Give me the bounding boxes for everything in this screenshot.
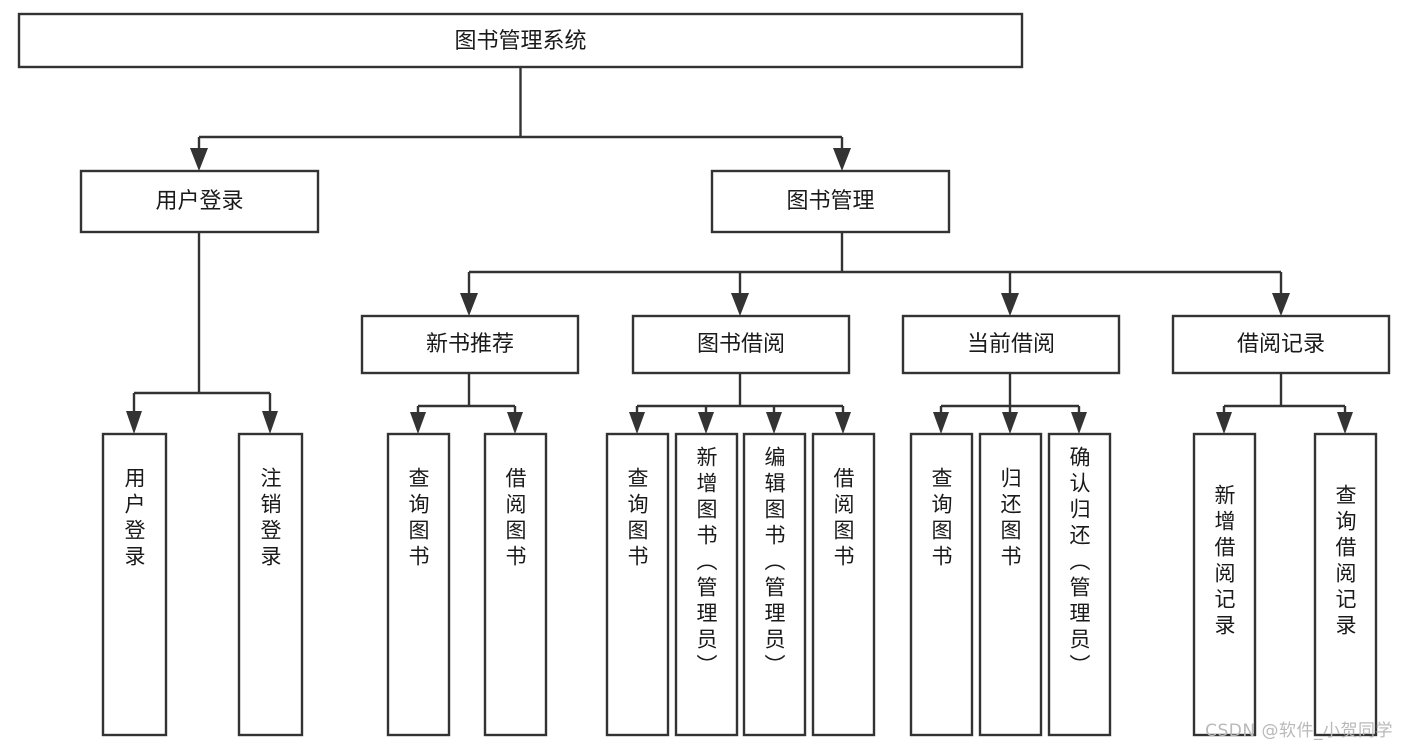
arrowhead-user-login	[190, 148, 208, 171]
leaf-user-login-box[interactable]	[101, 432, 168, 737]
leaf-nbr-borrow-label: 借阅图书	[503, 467, 527, 571]
node-new-book-rec-label: 新书推荐	[426, 332, 514, 357]
leaf-user-login[interactable]: 用户登录	[101, 432, 168, 737]
leaf-nbr-query-label: 查询图书	[406, 467, 430, 571]
node-book-borrow-label: 图书借阅	[697, 332, 785, 357]
leaf-bb-add[interactable]: 新增图书（管理员）	[674, 432, 739, 737]
arrowhead-bb-query	[629, 412, 645, 434]
node-book-manage[interactable]: 图书管理	[710, 169, 951, 234]
leaf-cb-confirm-label: 确认归还（管理员）	[1067, 446, 1091, 680]
leaf-cb-query-label: 查询图书	[929, 467, 953, 571]
leaf-cb-confirm[interactable]: 确认归还（管理员）	[1047, 432, 1112, 737]
leaf-cb-query[interactable]: 查询图书	[909, 432, 974, 737]
arrowhead-new-book-rec	[460, 293, 478, 316]
leaf-br-add[interactable]: 新增借阅记录	[1192, 432, 1257, 737]
node-new-book-rec[interactable]: 新书推荐	[360, 314, 580, 375]
arrowhead-current-borrow	[1001, 293, 1019, 316]
csdn-watermark: CSDN @软件_小贺同学	[1205, 721, 1393, 741]
leaf-bb-edit-box[interactable]	[742, 432, 807, 737]
leaf-logout-label: 注销登录	[258, 467, 282, 571]
arrowhead-cb-confirm	[1071, 412, 1087, 434]
leaf-bb-edit[interactable]: 编辑图书（管理员）	[742, 432, 807, 737]
leaf-cb-return-label: 归还图书	[998, 467, 1022, 571]
leaf-br-query-box[interactable]	[1313, 432, 1378, 737]
leaf-bb-query-label: 查询图书	[625, 467, 649, 571]
leaf-bb-add-label: 新增图书（管理员）	[694, 446, 718, 680]
node-book-manage-box[interactable]	[710, 169, 951, 234]
leaf-br-query-label: 查询借阅记录	[1333, 484, 1357, 640]
leaf-cb-confirm-box[interactable]	[1047, 432, 1112, 737]
leaf-br-add-box[interactable]	[1192, 432, 1257, 737]
leaf-cb-return[interactable]: 归还图书	[978, 432, 1043, 737]
leaf-br-query[interactable]: 查询借阅记录	[1313, 432, 1378, 737]
arrowhead-leaf-logout	[262, 411, 278, 434]
node-book-borrow[interactable]: 图书借阅	[631, 314, 851, 375]
node-current-borrow[interactable]: 当前借阅	[901, 314, 1121, 375]
node-new-book-rec-box[interactable]	[360, 314, 580, 375]
node-user-login[interactable]: 用户登录	[79, 169, 320, 234]
node-root[interactable]: 图书管理系统	[17, 12, 1024, 69]
node-borrow-record-label: 借阅记录	[1237, 332, 1325, 357]
arrowhead-nbr-borrow	[507, 412, 523, 434]
arrowhead-book-borrow	[731, 293, 749, 316]
node-current-borrow-label: 当前借阅	[967, 332, 1055, 357]
arrowhead-bb-add	[698, 412, 714, 434]
leaf-user-login-label: 用户登录	[122, 467, 146, 571]
leaf-nbr-query-box[interactable]	[386, 432, 451, 737]
node-root-label: 图书管理系统	[454, 29, 586, 54]
node-book-manage-label: 图书管理	[786, 189, 874, 214]
arrowhead-bb-borrow	[835, 412, 851, 434]
leaf-bb-query-box[interactable]	[605, 432, 670, 737]
leaf-bb-add-box[interactable]	[674, 432, 739, 737]
arrowhead-cb-query	[933, 412, 949, 434]
leaf-logout-box[interactable]	[237, 432, 304, 737]
leaf-nbr-borrow[interactable]: 借阅图书	[483, 432, 548, 737]
leaf-nbr-borrow-box[interactable]	[483, 432, 548, 737]
arrowhead-br-query	[1337, 412, 1353, 434]
arrowhead-br-add	[1216, 412, 1232, 434]
node-borrow-record-box[interactable]	[1171, 314, 1391, 375]
leaf-bb-borrow[interactable]: 借阅图书	[811, 432, 876, 737]
node-root-box[interactable]	[17, 12, 1024, 69]
leaf-logout[interactable]: 注销登录	[237, 432, 304, 737]
arrowhead-bb-edit	[766, 412, 782, 434]
arrowhead-borrow-record	[1272, 293, 1290, 316]
connector-group	[126, 67, 1353, 434]
leaf-nbr-query[interactable]: 查询图书	[386, 432, 451, 737]
node-current-borrow-box[interactable]	[901, 314, 1121, 375]
leaf-bb-query[interactable]: 查询图书	[605, 432, 670, 737]
leaf-cb-query-box[interactable]	[909, 432, 974, 737]
leaf-br-add-label: 新增借阅记录	[1212, 484, 1236, 640]
node-user-login-label: 用户登录	[155, 189, 243, 214]
arrowhead-leaf-user-login	[126, 411, 142, 434]
node-book-borrow-box[interactable]	[631, 314, 851, 375]
leaf-bb-borrow-label: 借阅图书	[831, 467, 855, 571]
arrowhead-cb-return	[1002, 412, 1018, 434]
leaf-bb-borrow-box[interactable]	[811, 432, 876, 737]
arrowhead-book-manage	[833, 148, 851, 171]
node-borrow-record[interactable]: 借阅记录	[1171, 314, 1391, 375]
node-user-login-box[interactable]	[79, 169, 320, 234]
leaf-bb-edit-label: 编辑图书（管理员）	[762, 446, 786, 680]
arrowhead-nbr-query	[410, 412, 426, 434]
leaf-cb-return-box[interactable]	[978, 432, 1043, 737]
